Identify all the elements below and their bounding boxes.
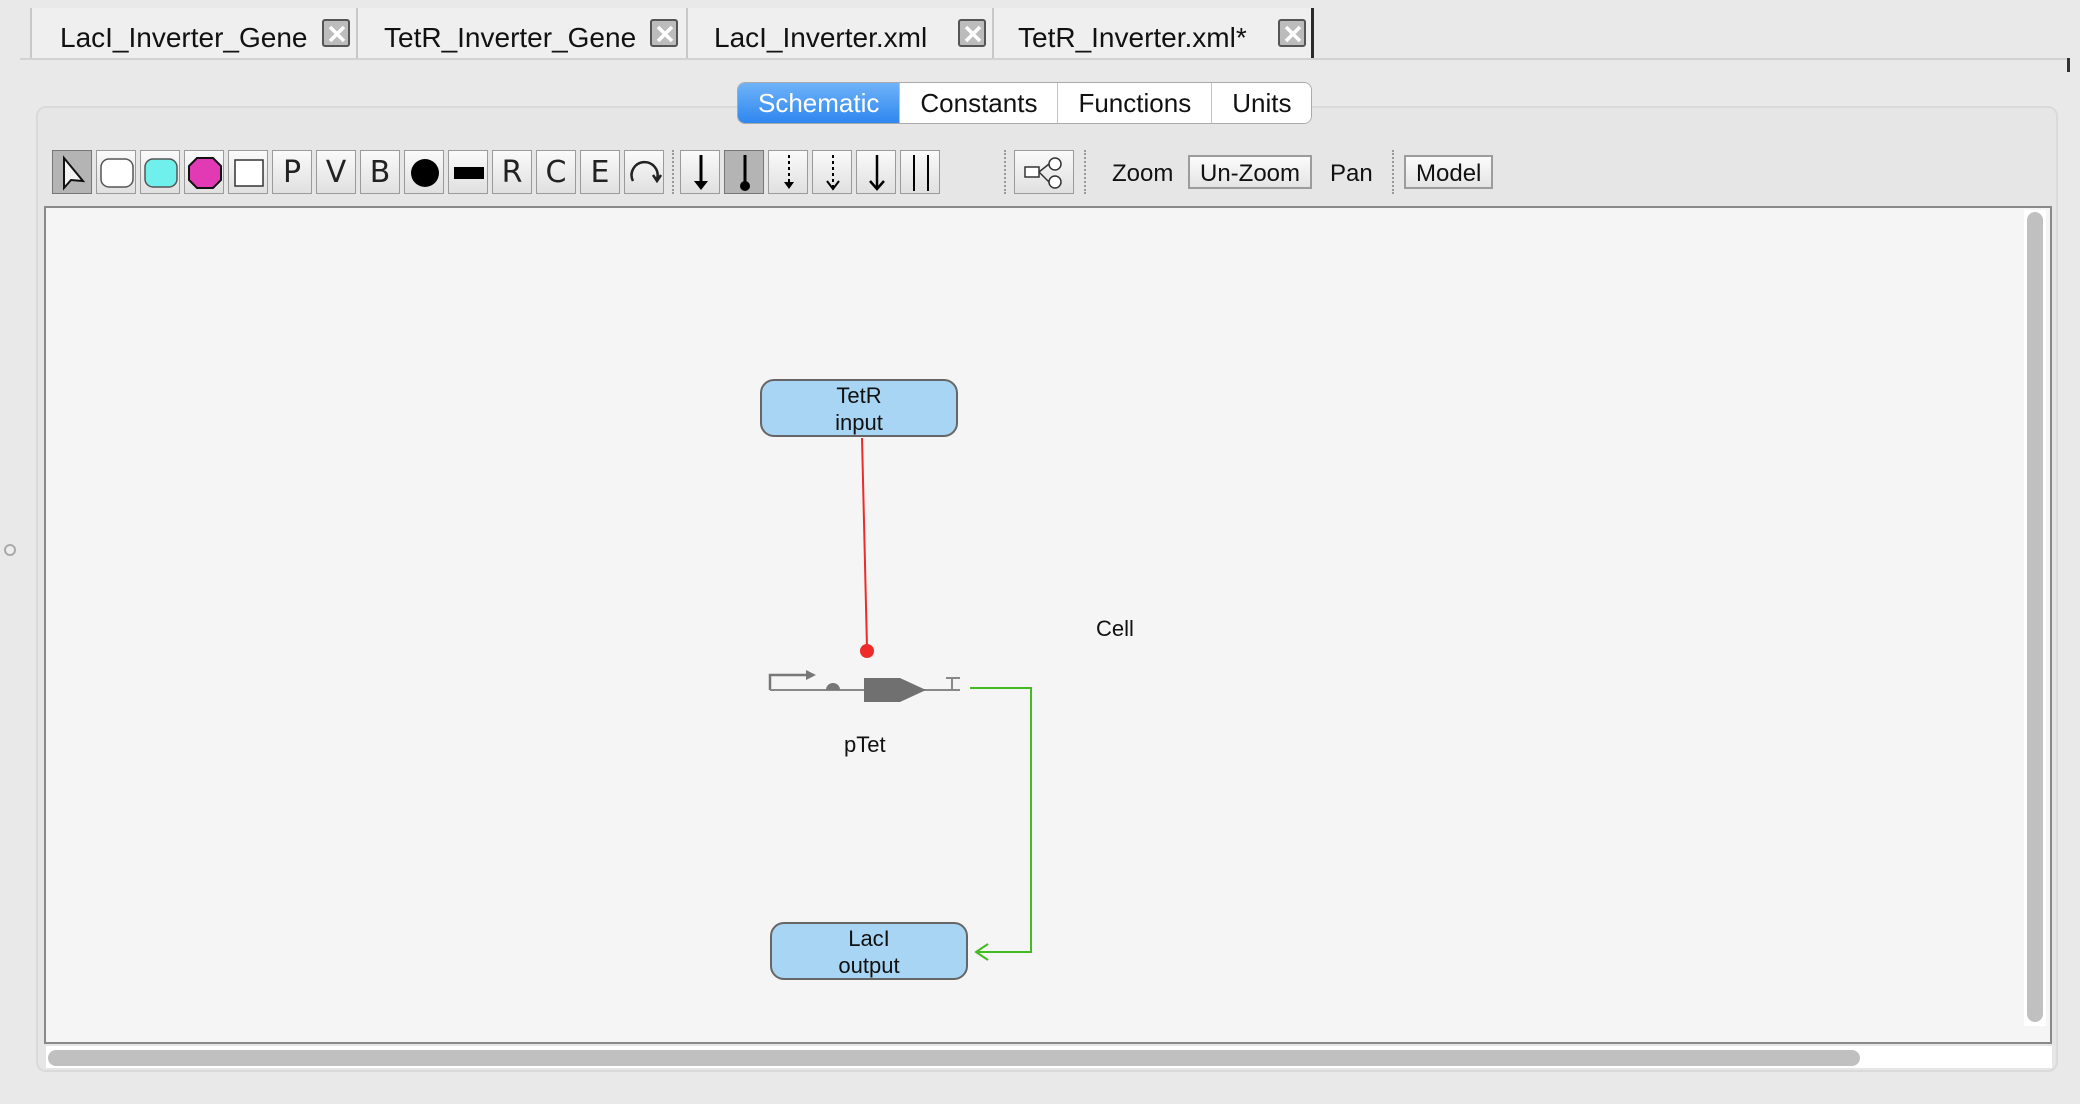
node-label-line2: output (838, 953, 900, 978)
file-tab-label: TetR_Inverter.xml* (1018, 22, 1247, 53)
select-arrow-icon[interactable] (52, 150, 92, 194)
place-icon[interactable] (404, 150, 444, 194)
layout-tree-icon[interactable] (1014, 150, 1074, 194)
no-influence-icon[interactable] (812, 150, 852, 194)
promoter-icon[interactable]: P (272, 150, 312, 194)
node-label-line1: TetR (836, 383, 882, 408)
view-tab-group: Schematic Constants Functions Units (737, 82, 1313, 124)
promoter-label: pTet (844, 732, 886, 757)
pan-button[interactable]: Pan (1330, 160, 1373, 187)
tab-schematic[interactable]: Schematic (738, 83, 901, 123)
tab-functions[interactable]: Functions (1058, 83, 1213, 123)
degradation-icon[interactable] (900, 150, 940, 194)
zoom-button[interactable]: Zoom (1112, 160, 1174, 187)
constraint-icon[interactable]: C (536, 150, 576, 194)
vertical-scroll-thumb[interactable] (2027, 212, 2043, 1022)
file-tab-label: LacI_Inverter_Gene (60, 22, 308, 53)
file-tab-tetr-xml[interactable]: TetR_Inverter.xml* (992, 8, 1314, 60)
node-label-line2: input (835, 410, 883, 435)
file-tab-label: TetR_Inverter_Gene (384, 22, 637, 53)
tab-strip-divider (20, 58, 2070, 60)
promoter-glyph-icon[interactable] (768, 670, 960, 702)
horizontal-scroll-thumb[interactable] (48, 1050, 1860, 1066)
split-pane-handle[interactable] (4, 544, 16, 556)
rule-icon[interactable]: R (492, 150, 532, 194)
window-corner-marker (2067, 58, 2070, 72)
close-icon[interactable] (958, 19, 986, 47)
close-icon[interactable] (322, 19, 350, 47)
repression-icon[interactable] (724, 150, 764, 194)
toolbar-separator (672, 150, 674, 194)
self-influence-icon[interactable] (624, 150, 664, 194)
species-node-laci-output[interactable]: LacI output (770, 922, 968, 980)
tab-constants[interactable]: Constants (900, 83, 1059, 123)
file-tab-laci-gene[interactable]: LacI_Inverter_Gene (30, 8, 360, 60)
node-label-line1: LacI (848, 926, 890, 951)
transition-icon[interactable] (448, 150, 488, 194)
file-tab-laci-xml[interactable]: LacI_Inverter.xml (686, 8, 992, 60)
schematic-toolbar: P V B R C E (44, 140, 2054, 204)
file-tab-bar: LacI_Inverter_Gene TetR_Inverter_Gene La… (0, 0, 2080, 62)
repression-edge[interactable] (861, 437, 868, 649)
schematic-canvas[interactable] (44, 206, 2052, 1044)
close-icon[interactable] (1278, 19, 1306, 47)
toolbar-separator (1084, 150, 1086, 194)
toolbar-separator (1004, 150, 1006, 194)
output-species-icon[interactable] (184, 150, 224, 194)
species-node-tetr-input[interactable]: TetR input (760, 379, 958, 437)
file-tab-label: LacI_Inverter.xml (714, 22, 928, 53)
event-icon[interactable]: E (580, 150, 620, 194)
activation-arrow-icon[interactable] (680, 150, 720, 194)
production-arrowhead-icon (974, 943, 989, 961)
species-box-icon[interactable] (96, 150, 136, 194)
input-species-icon[interactable] (140, 150, 180, 194)
compartment-label: Cell (1096, 616, 1134, 641)
production-edge[interactable] (970, 687, 1032, 953)
close-icon[interactable] (650, 19, 678, 47)
tab-units[interactable]: Units (1212, 83, 1312, 123)
compartment-icon[interactable] (228, 150, 268, 194)
boolean-icon[interactable]: B (360, 150, 400, 194)
variable-icon[interactable]: V (316, 150, 356, 194)
unzoom-button[interactable]: Un-Zoom (1188, 155, 1313, 189)
file-tab-tetr-gene[interactable]: TetR_Inverter_Gene (356, 8, 686, 60)
model-button[interactable]: Model (1404, 155, 1494, 189)
production-icon[interactable] (856, 150, 896, 194)
complex-formation-icon[interactable] (768, 150, 808, 194)
repression-end-icon (860, 644, 874, 658)
toolbar-separator (1392, 150, 1394, 194)
